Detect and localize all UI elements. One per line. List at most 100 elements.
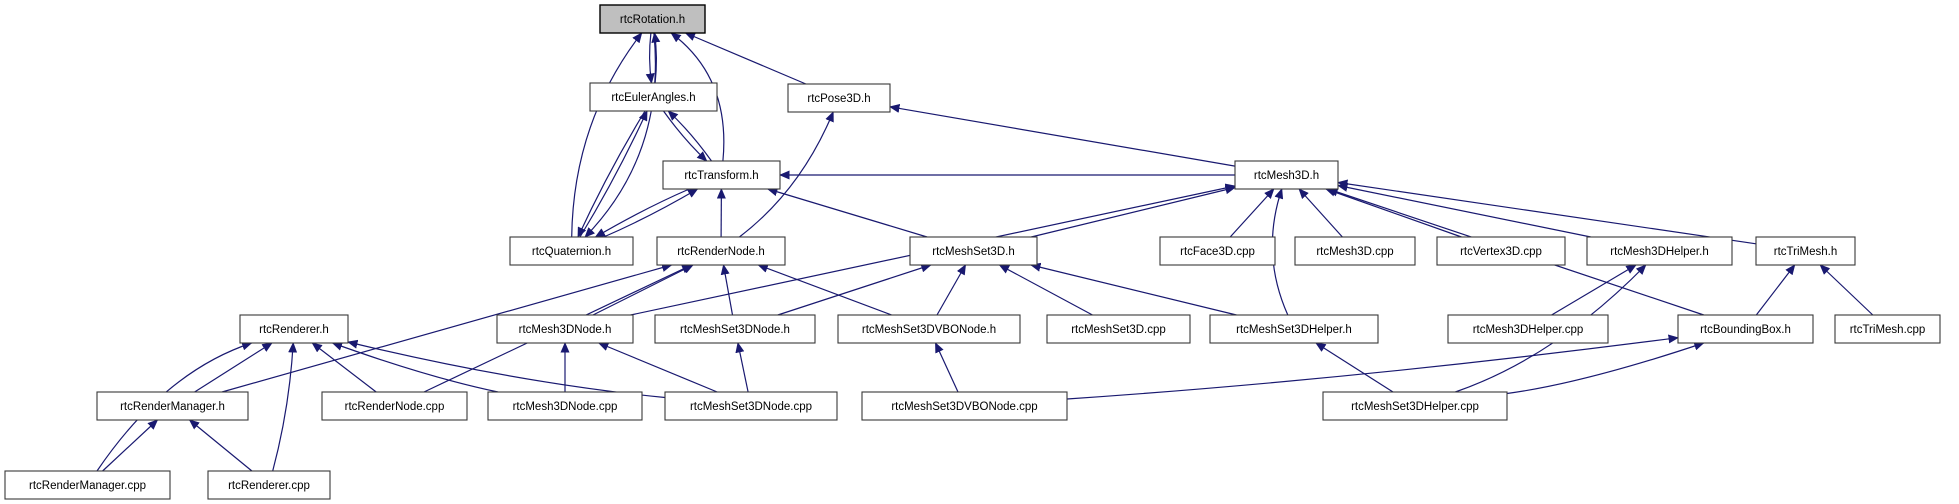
graph-edge [577,110,646,238]
node-label: rtcMeshSet3DHelper.h [1236,324,1352,336]
node-box[interactable] [496,314,634,344]
graph-node-rtcmeshset3d-h[interactable]: rtcMeshSet3D.h [909,236,1038,266]
node-box[interactable] [1209,314,1379,344]
graph-edge [272,342,298,472]
node-box[interactable] [589,82,718,112]
graph-edge [1337,182,1591,238]
node-box[interactable] [1294,236,1416,266]
graph-node-rtcmesh3dhelper-h[interactable]: rtcMesh3DHelper.h [1586,236,1733,266]
graph-node-rtcmesh3d-cpp[interactable]: rtcMesh3D.cpp [1294,236,1416,266]
node-label: rtcRenderManager.h [120,401,225,413]
node-box[interactable] [509,236,634,266]
graph-node-rtcrendernode-h[interactable]: rtcRenderNode.h [656,236,786,266]
graph-node-rtcmeshset3dnode-h[interactable]: rtcMeshSet3DNode.h [654,314,816,344]
graph-edge [603,188,699,238]
graph-node-rtcrotation-h[interactable]: rtcRotation.h [599,4,706,34]
graph-node-rtcvertex3d-cpp[interactable]: rtcVertex3D.cpp [1436,236,1566,266]
node-box[interactable] [837,314,1021,344]
node-box[interactable] [96,391,249,421]
graph-node-rtcquaternion-h[interactable]: rtcQuaternion.h [509,236,634,266]
graph-node-rtcrendernode-cpp[interactable]: rtcRenderNode.cpp [321,391,468,421]
graph-edge [998,264,1093,316]
node-box[interactable] [1046,314,1191,344]
graph-node-rtcface3d-cpp[interactable]: rtcFace3D.cpp [1159,236,1276,266]
node-label: rtcMeshSet3DNode.cpp [690,401,812,413]
node-label: rtcMesh3D.cpp [1316,246,1393,258]
graph-edge [645,32,655,84]
node-label: rtcRotation.h [620,14,685,26]
node-box[interactable] [1234,160,1339,190]
graph-node-rtcrendermanager-h[interactable]: rtcRenderManager.h [96,391,249,421]
graph-edge [194,342,273,393]
graph-node-rtctrimesh-h[interactable]: rtcTriMesh.h [1755,236,1856,266]
node-box[interactable] [1436,236,1566,266]
graph-edge [934,342,959,393]
node-box[interactable] [656,236,786,266]
graph-node-rtcrendermanager-cpp[interactable]: rtcRenderManager.cpp [4,470,171,500]
graph-node-rtcmeshset3dnode-cpp[interactable]: rtcMeshSet3DNode.cpp [664,391,838,421]
node-box[interactable] [4,470,171,500]
graph-node-rtcmeshset3dhelper-h[interactable]: rtcMeshSet3DHelper.h [1209,314,1379,344]
node-box[interactable] [1447,314,1609,344]
graph-edge [1506,341,1705,395]
node-label: rtcPose3D.h [807,93,870,105]
graph-edge [720,264,734,316]
node-label: rtcTriMesh.cpp [1850,324,1926,336]
graph-node-rtcmesh3dhelper-cpp[interactable]: rtcMesh3DHelper.cpp [1447,314,1609,344]
graph-node-rtcmeshset3dvbonode-h[interactable]: rtcMeshSet3DVBONode.h [837,314,1021,344]
node-box[interactable] [1677,314,1814,344]
graph-node-rtcpose3d-h[interactable]: rtcPose3D.h [787,83,891,113]
graph-edge [1325,187,1462,238]
graph-edge [1066,334,1679,400]
node-box[interactable] [321,391,468,421]
node-box[interactable] [1755,236,1856,266]
graph-node-rtcrenderer-h[interactable]: rtcRenderer.h [239,314,349,344]
node-box[interactable] [1322,391,1508,421]
node-box[interactable] [664,391,838,421]
node-box[interactable] [1834,314,1941,344]
graph-node-rtcboundingbox-h[interactable]: rtcBoundingBox.h [1677,314,1814,344]
graph-edge [766,187,928,238]
node-label: rtcMeshSet3DVBONode.cpp [891,401,1037,413]
graph-node-rtctrimesh-cpp[interactable]: rtcTriMesh.cpp [1834,314,1941,344]
graph-node-rtcmesh3dnode-cpp[interactable]: rtcMesh3DNode.cpp [487,391,643,421]
node-label: rtcMeshSet3D.cpp [1071,324,1166,336]
node-label: rtcQuaternion.h [532,246,611,258]
graph-edge [889,103,1236,167]
graph-node-rtcmeshset3d-cpp[interactable]: rtcMeshSet3D.cpp [1046,314,1191,344]
node-box[interactable] [239,314,349,344]
nodes-layer: rtcRotation.h rtcEulerAngles.h rtcPose3D.h… [4,4,1941,500]
node-box[interactable] [662,160,781,190]
graph-edge [684,32,807,85]
graph-edge [579,110,648,238]
node-box[interactable] [1586,236,1733,266]
graph-node-rtceulerangles-h[interactable]: rtcEulerAngles.h [589,82,718,112]
graph-edge [571,32,643,238]
graph-node-rtcmeshset3dvbonode-cpp[interactable]: rtcMeshSet3DVBONode.cpp [861,391,1068,421]
node-box[interactable] [787,83,891,113]
node-box[interactable] [207,470,331,500]
graph-edge [757,264,892,316]
node-label: rtcTriMesh.h [1774,246,1837,258]
node-box[interactable] [861,391,1068,421]
graph-edge [1229,188,1275,238]
graph-edge [777,263,932,316]
node-label: rtcFace3D.cpp [1180,246,1255,258]
node-box[interactable] [487,391,643,421]
graph-node-rtcmesh3dnode-h[interactable]: rtcMesh3DNode.h [496,314,634,344]
graph-node-rtcmeshset3dhelper-cpp[interactable]: rtcMeshSet3DHelper.cpp [1322,391,1508,421]
graph-edge [735,342,749,393]
node-box[interactable] [599,4,706,34]
graph-edge [188,419,253,472]
node-label: rtcMesh3DNode.h [519,324,612,336]
graph-edge [584,32,657,238]
graph-edge [1337,179,1757,245]
node-label: rtcVertex3D.cpp [1460,246,1542,258]
node-box[interactable] [654,314,816,344]
node-box[interactable] [909,236,1038,266]
graph-node-rtctransform-h[interactable]: rtcTransform.h [662,160,781,190]
graph-node-rtcmesh3d-h[interactable]: rtcMesh3D.h [1234,160,1339,190]
node-box[interactable] [1159,236,1276,266]
graph-node-rtcrenderer-cpp[interactable]: rtcRenderer.cpp [207,470,331,500]
